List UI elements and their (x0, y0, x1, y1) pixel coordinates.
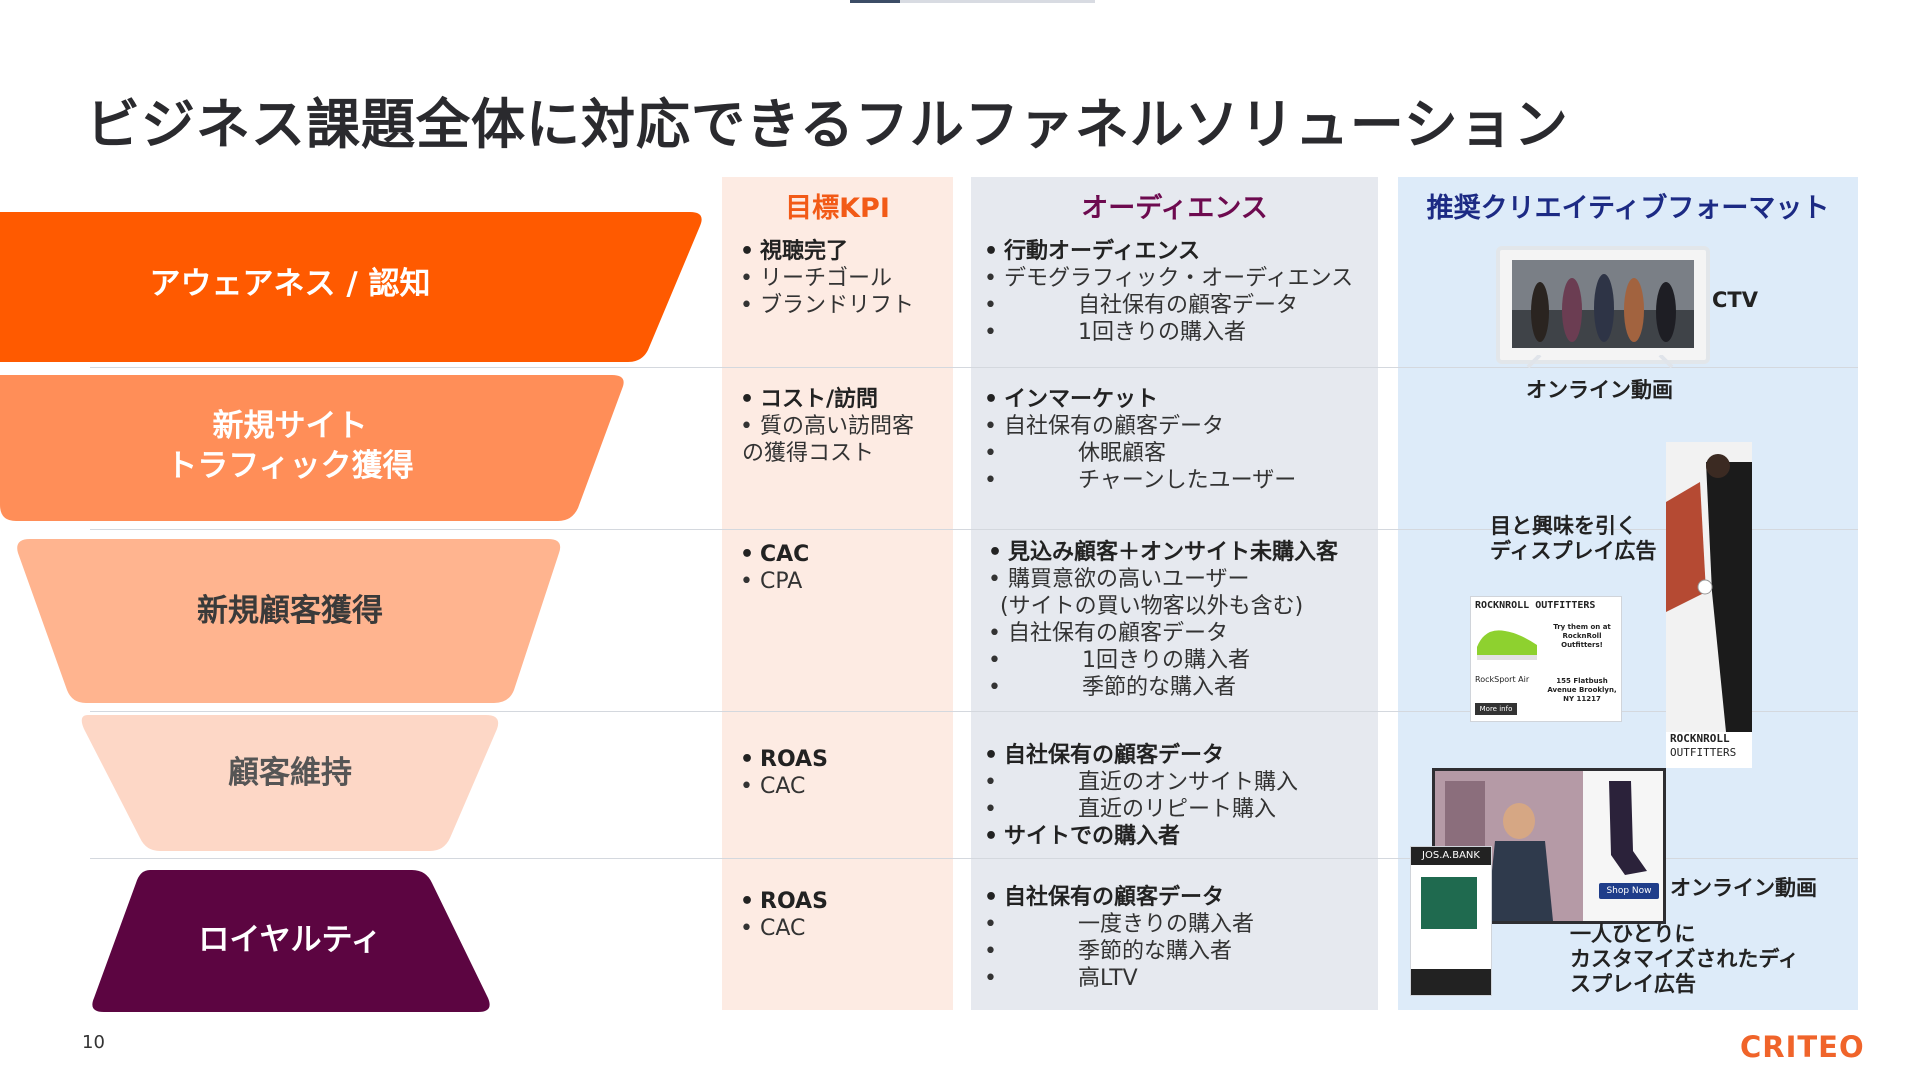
top-progress-bar (850, 0, 1095, 3)
display-ad-label-1: 目と興味を引く ディスプレイ広告 (1490, 514, 1657, 563)
online-video-label-2: オンライン動画 (1670, 876, 1817, 900)
display-ad-banner: ROCKNROLL OUTFITTERS Try them on at Rock… (1470, 596, 1622, 722)
more-info-button[interactable]: More info (1475, 703, 1517, 715)
row-divider (90, 367, 1858, 368)
audience-list-retention: 自社保有の顧客データ 直近のオンサイト購入 直近のリピート購入 サイトでの購入者 (982, 742, 1298, 850)
stage-label-traffic: 新規サイト トラフィック獲得 (166, 408, 414, 484)
kpi-list-loyalty: ROAS CAC (738, 888, 828, 942)
row-divider (90, 529, 1858, 530)
audience-list-acquisition: 見込み顧客＋オンサイト未購入客 購買意欲の高いユーザー (サイトの買い物客以外も… (986, 539, 1338, 701)
stage-label-loyalty: ロイヤルティ (198, 922, 382, 958)
online-video-label-1: オンライン動画 (1526, 378, 1673, 402)
stage-label-retention: 顧客維持 (228, 755, 352, 791)
shoe-image (1477, 630, 1537, 660)
audience-list-traffic: インマーケット 自社保有の顧客データ 休眠顧客 チャーンしたユーザー (982, 386, 1296, 494)
display-ad-skyscraper: ROCKNROLL OUTFITTERS (1666, 442, 1752, 768)
stage-label-acquisition: 新規顧客獲得 (197, 593, 383, 629)
creative-column-header: 推奨クリエイティブフォーマット (1426, 193, 1830, 224)
funnel-stage-awareness (0, 212, 702, 362)
funnel-stage-acquisition (17, 539, 561, 703)
row-divider (90, 858, 1858, 859)
audience-list-loyalty: 自社保有の顧客データ 一度きりの購入者 季節的な購入者 高LTV (982, 884, 1254, 992)
page-number: 10 (82, 1032, 105, 1053)
funnel-graphic (0, 212, 702, 1012)
kpi-list-traffic: コスト/訪問 質の高い訪問客 の獲得コスト (738, 386, 914, 467)
page-title: ビジネス課題全体に対応できるフルファネルソリューション (86, 93, 1569, 156)
ctv-screen-image (1496, 246, 1710, 364)
row-divider (90, 711, 1858, 712)
kpi-list-awareness: 視聴完了 リーチゴール ブランドリフト (738, 238, 914, 319)
kpi-column-header: 目標KPI (785, 193, 890, 224)
criteo-logo: CRITEO (1740, 1030, 1865, 1064)
kpi-list-retention: ROAS CAC (738, 746, 828, 800)
audience-list-awareness: 行動オーディエンス デモグラフィック・オーディエンス 自社保有の顧客データ 1回… (982, 238, 1353, 346)
stage-label-awareness: アウェアネス / 認知 (149, 266, 431, 302)
audience-column-header: オーディエンス (1081, 193, 1268, 224)
ctv-label: CTV (1712, 288, 1758, 312)
shop-now-button[interactable]: Shop Now (1606, 886, 1652, 896)
funnel-stage-retention (81, 715, 499, 851)
tv-stand-icon (1526, 355, 1674, 369)
display-ad-josabank: JOS.A.BANK (1410, 846, 1492, 996)
funnel-stage-loyalty (92, 870, 490, 1012)
kpi-list-acquisition: CAC CPA (738, 541, 809, 595)
funnel-stage-traffic (0, 375, 624, 521)
display-ad-label-2: 一人ひとりに カスタマイズされたディ スプレイ広告 (1570, 922, 1799, 996)
